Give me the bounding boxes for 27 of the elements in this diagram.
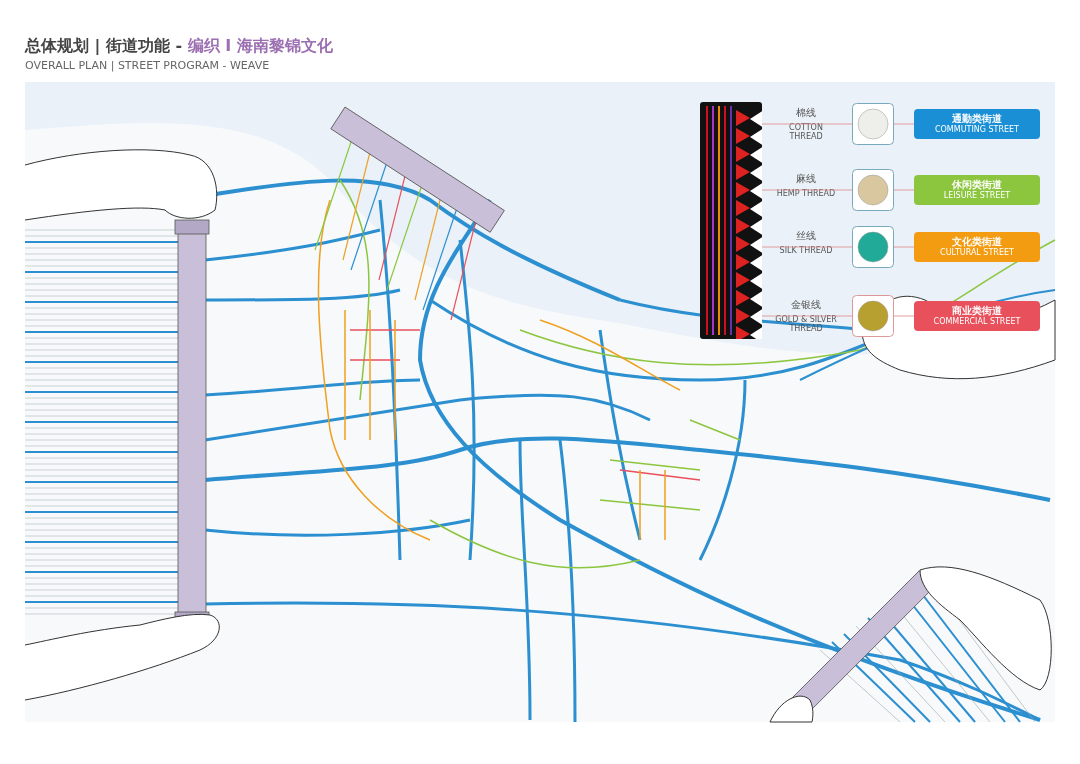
street-type-box: 文化类街道 CULTURAL STREET [914, 232, 1040, 262]
thread-spool-picture [852, 103, 894, 145]
subtitle: OVERALL PLAN | STREET PROGRAM - WEAVE [25, 59, 270, 72]
street-type-box: 休闲类街道 LEISURE STREET [914, 175, 1040, 205]
connector-line [761, 123, 853, 125]
connector-line [761, 189, 853, 191]
woven-pattern-picture [700, 102, 762, 339]
street-type-box: 商业类街道 COMMERCIAL STREET [914, 301, 1040, 331]
thread-spool-picture [852, 226, 894, 268]
thread-label: GOLD & SILVER THREAD [774, 315, 838, 333]
connector-line [893, 123, 915, 125]
thread-label: 金银线 [790, 299, 822, 310]
connector-line [761, 315, 853, 317]
connector-line [893, 189, 915, 191]
thread-label: 麻线 [795, 173, 817, 184]
connector-line [761, 246, 853, 248]
connector-line [893, 315, 915, 317]
street-type-box: 通勤类街道 COMMUTING STREET [914, 109, 1040, 139]
thread-label: 丝线 [795, 230, 817, 241]
thread-label: HEMP THREAD [775, 189, 837, 198]
thread-label: COTTON THREAD [788, 123, 824, 141]
title: 总体规划 | 街道功能 - 编织 I 海南黎锦文化 [25, 36, 333, 57]
connector-line [893, 246, 915, 248]
thread-label: SILK THREAD [778, 246, 834, 255]
thread-label: 棉线 [795, 107, 817, 118]
thread-spool-picture [852, 295, 894, 337]
thread-spool-picture [852, 169, 894, 211]
